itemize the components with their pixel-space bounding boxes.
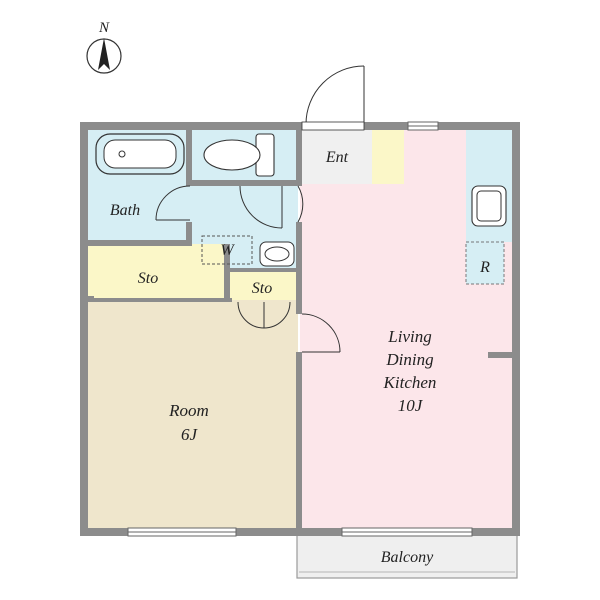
room-label: Room 6J: [168, 401, 209, 444]
refrigerator-space: [465, 241, 505, 285]
entrance-door: [305, 65, 365, 125]
storage-center-label: Sto: [252, 280, 272, 297]
toilet-fixture: [203, 133, 275, 177]
svg-text:Kitchen: Kitchen: [383, 373, 437, 392]
storage-center-floor: [230, 272, 296, 300]
bathtub: [95, 133, 185, 175]
svg-text:Dining: Dining: [385, 350, 433, 369]
washbasin: [259, 241, 295, 267]
windows: [127, 121, 473, 537]
svg-text:6J: 6J: [181, 425, 199, 444]
washer-label: W: [220, 242, 235, 259]
balcony-label: Balcony: [381, 549, 434, 566]
kitchen-sink: [471, 185, 507, 227]
entrance-label: Ent: [325, 149, 349, 166]
toilet-door: [239, 185, 283, 229]
bath-label: Bath: [110, 202, 140, 219]
hall-door: [297, 185, 304, 223]
refrigerator-label: R: [479, 259, 490, 276]
storage-left-floor: [88, 244, 224, 298]
entrance-floor: [300, 128, 372, 184]
storage-left-label: Sto: [138, 270, 158, 287]
ldk-label: Living Dining Kitchen 10J: [383, 327, 437, 415]
compass-label: N: [98, 20, 110, 36]
walls: [80, 122, 520, 536]
svg-text:10J: 10J: [398, 396, 424, 415]
closet-door-right: [263, 301, 291, 329]
compass-arrow-icon: [98, 38, 110, 70]
shoe-cabinet: [372, 128, 404, 184]
washer-space: [201, 235, 253, 265]
closet-door-left: [237, 301, 265, 329]
svg-text:Living: Living: [387, 327, 431, 346]
room-floor: [88, 300, 298, 530]
bath-door: [155, 185, 191, 221]
north-compass: N: [86, 20, 122, 74]
svg-text:Room: Room: [168, 401, 209, 420]
ldk-room-door: [301, 313, 341, 353]
